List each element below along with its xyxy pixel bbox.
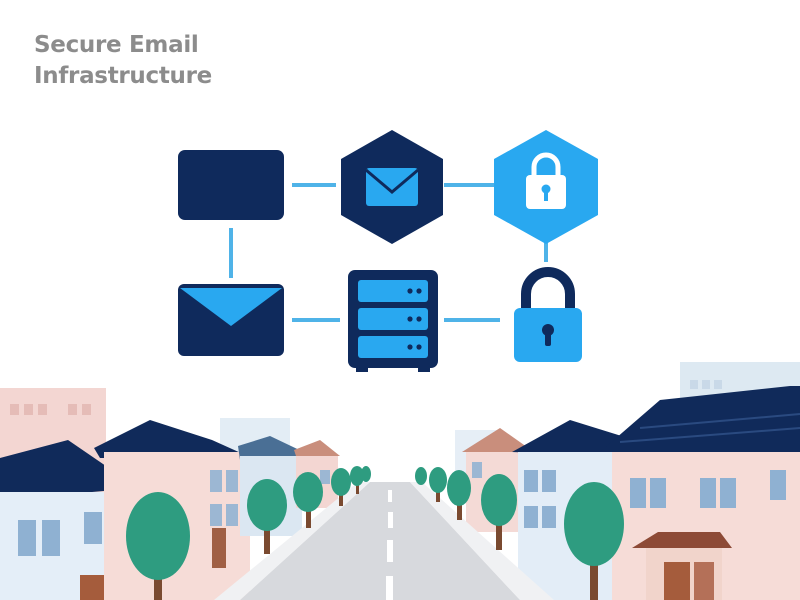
envelope-back-icon <box>178 150 284 220</box>
connectors <box>229 183 548 322</box>
cityscape <box>0 362 800 600</box>
envelope-front-icon <box>178 284 284 356</box>
trees-right <box>415 467 624 600</box>
server-icon <box>348 270 438 372</box>
title-line-1: Secure Email <box>34 32 199 58</box>
page-title: Secure Email Infrastructure <box>34 30 212 92</box>
road <box>240 482 520 600</box>
trees-left <box>126 466 371 600</box>
padlock-icon <box>514 267 582 362</box>
envelope-hexagon-icon <box>341 130 443 244</box>
title-line-2: Infrastructure <box>34 63 212 89</box>
lock-hexagon-icon <box>494 130 598 244</box>
